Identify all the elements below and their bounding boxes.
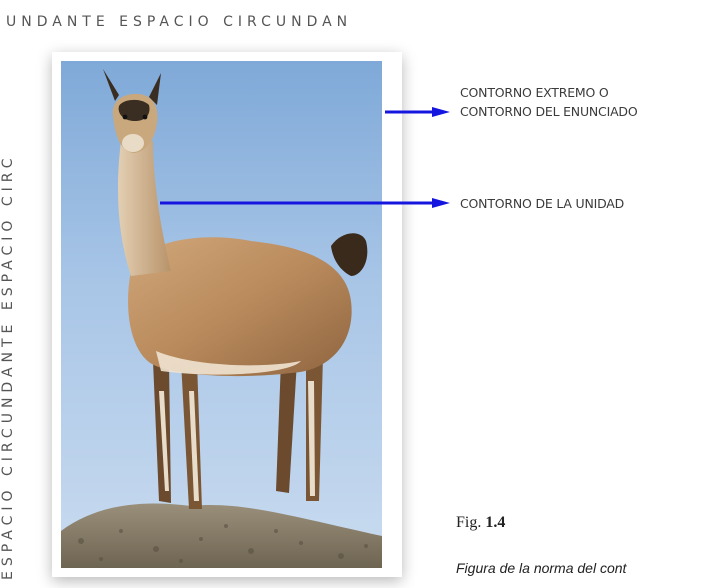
figure-number: 1.4 bbox=[485, 514, 506, 531]
surround-text-top: UNDANTE ESPACIO CIRCUNDAN bbox=[6, 14, 353, 30]
outer-contour-label-line1: CONTORNO EXTREMO O bbox=[460, 85, 609, 100]
llama-photo bbox=[61, 61, 382, 568]
surround-text-side: ESPACIO CIRCUNDANTE ESPACIO CIRC bbox=[0, 153, 16, 580]
figure-caption: Figura de la norma del cont bbox=[456, 560, 627, 576]
unit-contour-label: CONTORNO DE LA UNIDAD bbox=[460, 196, 625, 211]
outer-contour-label-line2: CONTORNO DEL ENUNCIADO bbox=[460, 104, 638, 119]
figure-prefix: Fig. bbox=[456, 514, 482, 531]
figure-label: Fig. 1.4 bbox=[456, 514, 505, 532]
llama-illustration bbox=[61, 69, 382, 568]
